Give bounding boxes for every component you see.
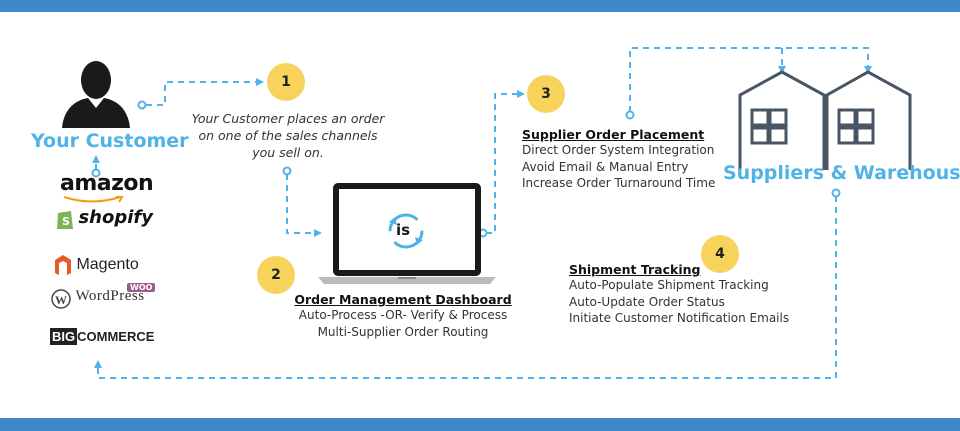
woo-badge: WOO — [127, 283, 156, 292]
step-1-description: Your Customer places an order on one of … — [183, 110, 393, 161]
supplier-placement-title: Supplier Order Placement — [522, 127, 705, 142]
shopify-logo: S shopify — [56, 207, 153, 230]
wordpress-logo: WOO W WordPress — [51, 283, 156, 309]
connector-laptop-to-step3 — [486, 90, 525, 234]
customer-person-icon — [62, 61, 130, 128]
supplier-placement-line-2: Avoid Email & Manual Entry — [522, 159, 689, 174]
supplier-placement-block: Supplier Order Placement Direct Order Sy… — [522, 127, 715, 192]
connector-customer-to-step1 — [146, 78, 264, 106]
connector-step1-to-laptop — [286, 174, 322, 237]
svg-text:W: W — [55, 293, 67, 307]
supplier-placement-line-1: Direct Order System Integration — [522, 143, 715, 157]
shipment-tracking-line-2: Auto-Update Order Status — [569, 294, 725, 309]
step-1-line-3: you sell on. — [252, 145, 324, 160]
shipment-tracking-line-1: Auto-Populate Shipment Tracking — [569, 278, 769, 292]
wordpress-text: WordPress — [75, 288, 145, 305]
laptop-icon — [318, 183, 496, 284]
dashboard-logo-text: is — [396, 221, 411, 239]
wordpress-icon: W — [51, 289, 71, 309]
step-4-badge: 4 — [701, 235, 739, 273]
step-1-line-2: on one of the sales channels — [198, 128, 378, 143]
magento-logo: Magento — [54, 254, 139, 276]
warehouse-icons — [738, 70, 912, 170]
amazon-text: amazon — [60, 171, 154, 196]
dashboard-line-1: Auto-Process -OR- Verify & Process — [298, 308, 508, 322]
customer-label: Your Customer — [31, 130, 189, 152]
step-1-badge: 1 — [267, 63, 305, 101]
bigcommerce-rest-text: COMMERCE — [77, 329, 155, 344]
shipment-tracking-block: Shipment Tracking Auto-Populate Shipment… — [569, 262, 789, 327]
shopify-bag-icon: S — [57, 210, 73, 229]
magento-icon — [55, 255, 71, 275]
shipment-tracking-line-3: Initiate Customer Notification Emails — [569, 311, 790, 325]
magento-text: Magento — [76, 256, 139, 274]
amazon-logo: amazon — [60, 171, 154, 203]
supplier-placement-line-3: Increase Order Turnaround Time — [522, 176, 716, 190]
bigcommerce-big-text: BIG — [50, 328, 78, 345]
connector-step3-to-warehouses — [629, 47, 872, 112]
shipment-tracking-title: Shipment Tracking — [569, 262, 701, 277]
amazon-smile-icon — [63, 196, 124, 203]
shopify-text: shopify — [78, 207, 153, 228]
bottom-banner-bar — [0, 418, 960, 431]
step-1-line-1: Your Customer places an order — [191, 111, 385, 126]
dashboard-title: Order Management Dashboard — [294, 292, 512, 307]
top-banner-bar — [0, 0, 960, 12]
suppliers-label: Suppliers & Warehouses — [723, 162, 960, 184]
dashboard-line-2: Multi-Supplier Order Routing — [317, 324, 489, 339]
step-3-badge: 3 — [527, 75, 565, 113]
dashboard-block: Order Management Dashboard Auto-Process … — [284, 292, 522, 340]
step-2-badge: 2 — [257, 256, 295, 294]
connector-warehouses-to-customer — [94, 196, 837, 379]
svg-text:S: S — [62, 215, 70, 228]
